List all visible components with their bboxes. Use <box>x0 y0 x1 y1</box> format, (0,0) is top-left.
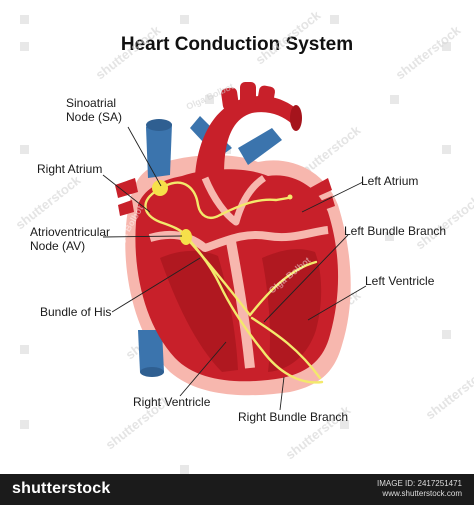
superior-vena-cava <box>146 120 172 178</box>
watermark-text: shutterstock <box>423 362 474 422</box>
label-left-ventricle: Left Ventricle <box>365 274 435 288</box>
inferior-vena-cava <box>138 330 164 377</box>
interventricular-septum <box>225 235 255 369</box>
conduction-end <box>287 194 293 200</box>
vessel-stub <box>115 178 138 198</box>
watermark-text: shutterstock <box>393 22 464 82</box>
watermark-text: shutterstock <box>93 22 164 82</box>
footer-brand-logo: shutterstock <box>12 480 111 497</box>
label-bundle-of-his: Bundle of His <box>40 305 111 319</box>
page-title: Heart Conduction System <box>120 34 354 55</box>
label-right-ventricle: Right Ventricle <box>133 395 211 409</box>
footer-site: www.shutterstock.com <box>382 489 462 498</box>
left-ventricle-cavity <box>262 249 322 372</box>
footer-meta: IMAGE ID: 2417251471 www.shutterstock.co… <box>377 479 462 499</box>
aorta-branch <box>221 87 239 111</box>
footer-bar: shutterstock IMAGE ID: 2417251471 www.sh… <box>0 474 474 505</box>
sa-node <box>152 180 168 196</box>
conduction-pathway <box>144 181 324 384</box>
footer-image-id: IMAGE ID: 2417251471 <box>377 479 462 488</box>
vessel-stub <box>118 200 134 216</box>
label-right-bundle-branch: Right Bundle Branch <box>238 410 348 424</box>
interatrial-septum <box>201 175 267 226</box>
aorta-branch <box>240 82 256 106</box>
label-right-atrium: Right Atrium <box>37 162 102 176</box>
vena-cava-opening <box>146 119 172 131</box>
aorta-opening <box>290 105 302 131</box>
watermark-text: shutterstock <box>253 7 324 67</box>
av-node <box>180 229 192 245</box>
label-sa-node: Node (SA) <box>66 110 122 124</box>
leader-lines <box>102 126 367 411</box>
inferior-vena-cava-opening <box>140 367 164 377</box>
pulmonary-artery-right <box>238 128 282 165</box>
label-sa-node: Sinoatrial <box>66 96 116 110</box>
label-av-node: Node (AV) <box>30 239 85 253</box>
label-left-atrium: Left Atrium <box>361 174 418 188</box>
label-av-node: Atrioventricular <box>30 225 110 239</box>
label-left-bundle-branch: Left Bundle Branch <box>344 224 446 238</box>
watermark-text: shutterstock <box>413 192 474 252</box>
aorta-branch <box>257 85 275 109</box>
watermark-text: shutterstock <box>13 172 84 232</box>
